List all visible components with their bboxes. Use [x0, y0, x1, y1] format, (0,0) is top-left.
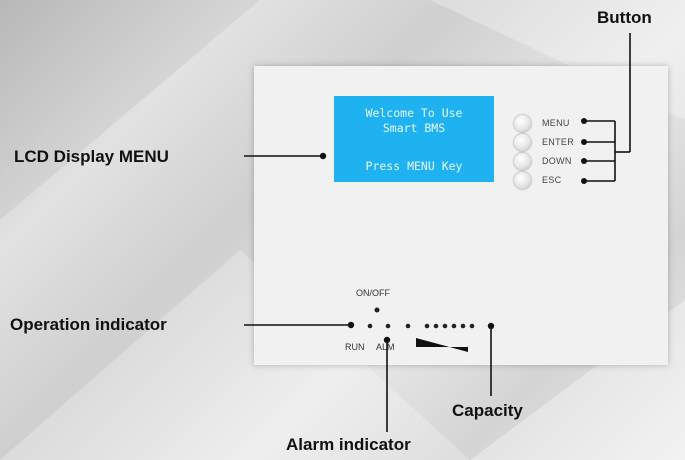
lcd-line-3: Press MENU Key — [365, 159, 463, 173]
run-indicator-led — [347, 321, 355, 329]
lcd-display: Welcome To Use Smart BMS Press MENU Key — [334, 96, 494, 182]
operation-indicator-callout: Operation indicator — [10, 315, 167, 334]
lcd-display-menu-callout: LCD Display MENU — [14, 147, 169, 166]
indicator-led — [385, 323, 391, 329]
menu-hardware-button[interactable] — [514, 115, 531, 132]
capacity-leds — [424, 323, 475, 329]
menu-button-label: MENU — [542, 118, 570, 128]
onoff-indicator-led — [374, 307, 380, 313]
lcd-line-2: Smart BMS — [382, 121, 446, 135]
down-hardware-button[interactable] — [514, 153, 531, 170]
lcd-leader-dot — [319, 152, 327, 160]
down-button-label: DOWN — [542, 156, 572, 166]
alm-label: ALM — [376, 342, 395, 352]
enter-button-label: ENTER — [542, 137, 575, 147]
enter-hardware-button[interactable] — [514, 134, 531, 151]
onoff-label: ON/OFF — [356, 288, 390, 298]
capacity-wedge-icon — [416, 338, 468, 352]
alarm-indicator-led — [383, 336, 391, 344]
esc-hardware-button[interactable] — [514, 172, 531, 189]
lcd-line-1: Welcome To Use — [365, 106, 463, 120]
alarm-indicator-callout: Alarm indicator — [286, 435, 411, 454]
run-label: RUN — [345, 342, 365, 352]
indicator-led — [367, 323, 373, 329]
esc-button-label: ESC — [542, 175, 562, 185]
button-callout: Button — [597, 8, 652, 27]
capacity-callout: Capacity — [452, 401, 523, 420]
indicator-led — [405, 323, 411, 329]
button-connector-dots — [581, 118, 587, 184]
button-bracket — [585, 33, 631, 182]
